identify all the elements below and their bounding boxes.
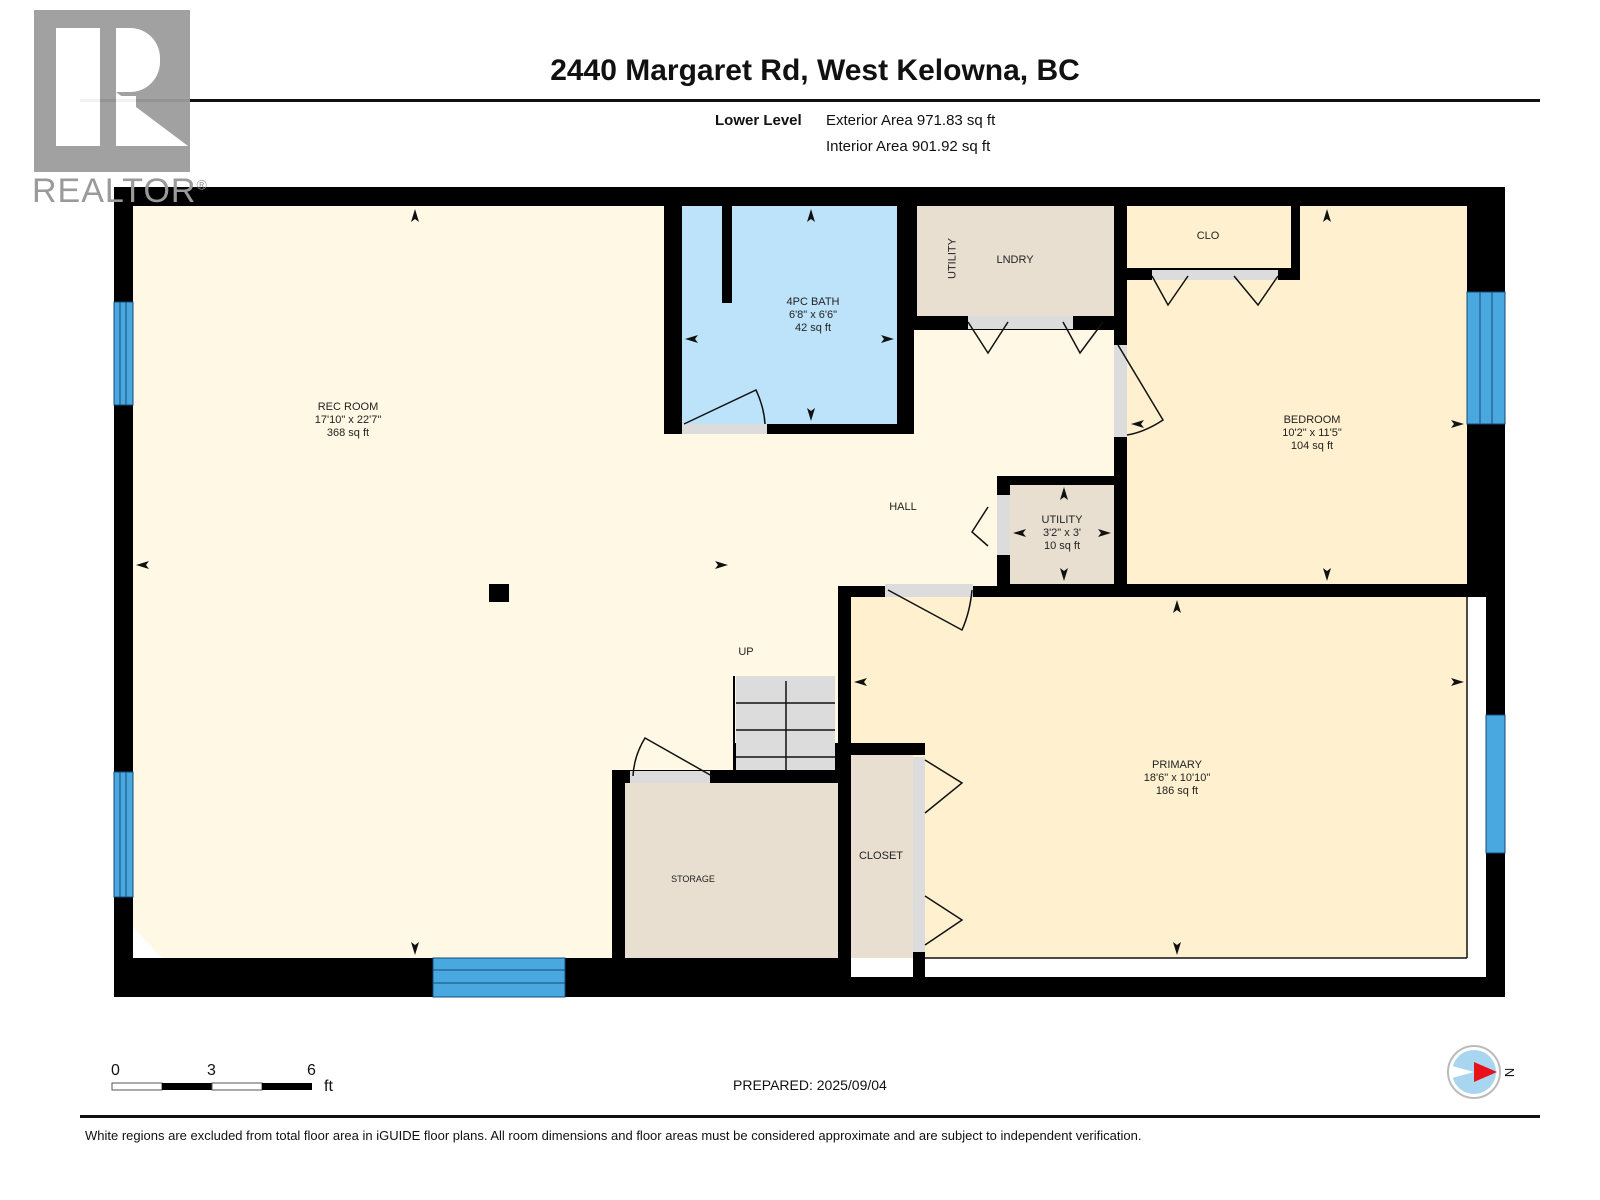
realtor-logo <box>34 10 190 172</box>
room-dims: 6'8" x 6'6" <box>788 309 838 321</box>
window-left-lower <box>113 771 134 898</box>
bath-floor <box>682 206 897 424</box>
room-area: 104 sq ft <box>1290 440 1334 452</box>
room-name: UTILITY <box>1041 514 1083 526</box>
room-name: BEDROOM <box>1283 414 1341 426</box>
storage-floor <box>625 783 838 958</box>
room-label-bedroom: BEDROOM 10'2" x 11'5" 104 sq ft <box>1282 414 1342 453</box>
room-label-small-utility: UTILITY 3'2" x 3' 10 sq ft <box>1042 514 1083 553</box>
property-address-title: 2440 Margaret Rd, West Kelowna, BC <box>550 54 1080 87</box>
level-label: Lower Level <box>715 112 802 129</box>
room-area: 42 sq ft <box>794 322 832 334</box>
disclaimer-text: White regions are excluded from total fl… <box>85 1128 1142 1143</box>
room-area: 368 sq ft <box>326 427 370 439</box>
realtor-text: REALTOR <box>32 172 197 210</box>
room-name: PRIMARY <box>1152 759 1202 771</box>
room-label-closet: CLOSET <box>858 850 904 862</box>
registered-mark: ® <box>196 176 208 193</box>
room-name: REC ROOM <box>317 401 379 413</box>
small-utility-floor <box>1010 485 1114 584</box>
room-label-clo: CLO <box>1196 230 1220 242</box>
window-primary <box>1485 714 1506 854</box>
scale-bar <box>111 1082 312 1091</box>
stair-label-up: UP <box>738 646 754 658</box>
room-label-hall: HALL <box>889 501 917 513</box>
scale-tick-0: 0 <box>111 1062 120 1079</box>
compass-north-label: N <box>1502 1067 1518 1078</box>
laundry-floor <box>917 206 1114 316</box>
scale-tick-6: 6 <box>307 1062 316 1079</box>
footer-divider <box>80 1115 1540 1118</box>
window-bottom <box>432 957 566 998</box>
pillar <box>489 584 509 602</box>
room-label-laundry: LNDRY <box>996 254 1034 266</box>
room-dims: 18'6" x 10'10" <box>1143 772 1211 784</box>
realtor-wordmark: REALTOR® <box>32 172 208 211</box>
room-label-utility-laundry: UTILITY <box>946 238 959 279</box>
prepared-date: PREPARED: 2025/09/04 <box>733 1077 887 1093</box>
window-left-upper <box>113 301 134 406</box>
room-area: 186 sq ft <box>1155 785 1199 797</box>
interior-area: Interior Area 901.92 sq ft <box>826 138 991 155</box>
room-label-rec-room: REC ROOM 17'10" x 22'7" 368 sq ft <box>315 401 381 440</box>
room-dims: 17'10" x 22'7" <box>314 414 382 426</box>
rec-room-floor <box>133 206 1114 958</box>
room-name: 4PC BATH <box>786 296 840 308</box>
scale-tick-3: 3 <box>207 1062 216 1079</box>
scale-unit: ft <box>324 1078 333 1095</box>
window-bedroom <box>1466 291 1506 425</box>
room-label-primary: PRIMARY 18'6" x 10'10" 186 sq ft <box>1144 759 1210 798</box>
room-area: 10 sq ft <box>1043 540 1081 552</box>
room-dims: 10'2" x 11'5" <box>1282 427 1342 439</box>
room-dims: 3'2" x 3' <box>1042 527 1082 539</box>
bedroom-floor <box>1127 206 1467 584</box>
compass-icon <box>1447 1045 1501 1099</box>
closet-floor <box>851 755 913 958</box>
room-label-bath: 4PC BATH 6'8" x 6'6" 42 sq ft <box>787 296 840 335</box>
room-label-storage: STORAGE <box>671 874 715 884</box>
header-divider <box>80 99 1540 102</box>
exterior-area: Exterior Area 971.83 sq ft <box>826 112 996 129</box>
